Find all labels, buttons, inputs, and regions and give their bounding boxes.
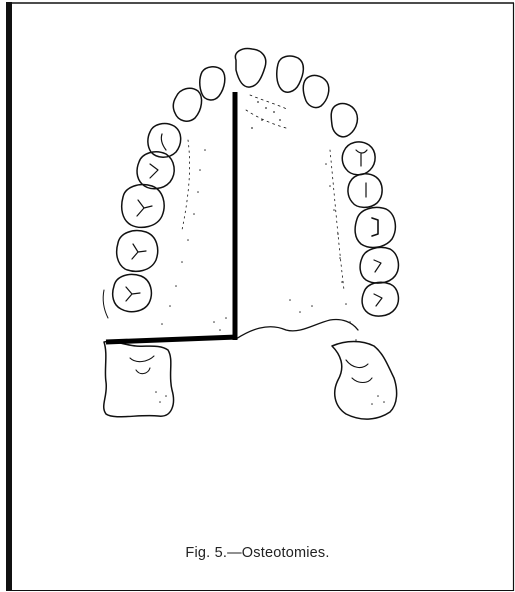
tooth-central-incisor-right bbox=[277, 56, 304, 92]
tooth-premolar-right-1 bbox=[342, 142, 375, 175]
tooth-lateral-incisor-right bbox=[303, 75, 329, 107]
left-tuberosity-segment bbox=[104, 342, 174, 417]
tooth-molar-right-3 bbox=[362, 282, 398, 316]
tooth-premolar-right-2 bbox=[348, 174, 382, 208]
tooth-canine-right bbox=[331, 104, 357, 137]
tooth-central-incisor-left bbox=[235, 49, 265, 88]
palate-posterior-margin bbox=[236, 319, 358, 339]
tooth-lateral-incisor-left bbox=[200, 67, 225, 100]
osteotomy-horizontal-line bbox=[106, 337, 237, 342]
tooth-molar-left-3 bbox=[113, 274, 152, 311]
right-tuberosity-segment bbox=[332, 342, 397, 420]
tooth-canine-left bbox=[173, 88, 201, 121]
figure-caption: Fig. 5.—Osteotomies. bbox=[0, 545, 515, 561]
tooth-molar-right-1 bbox=[355, 207, 395, 247]
tooth-premolar-left-2 bbox=[137, 152, 174, 189]
